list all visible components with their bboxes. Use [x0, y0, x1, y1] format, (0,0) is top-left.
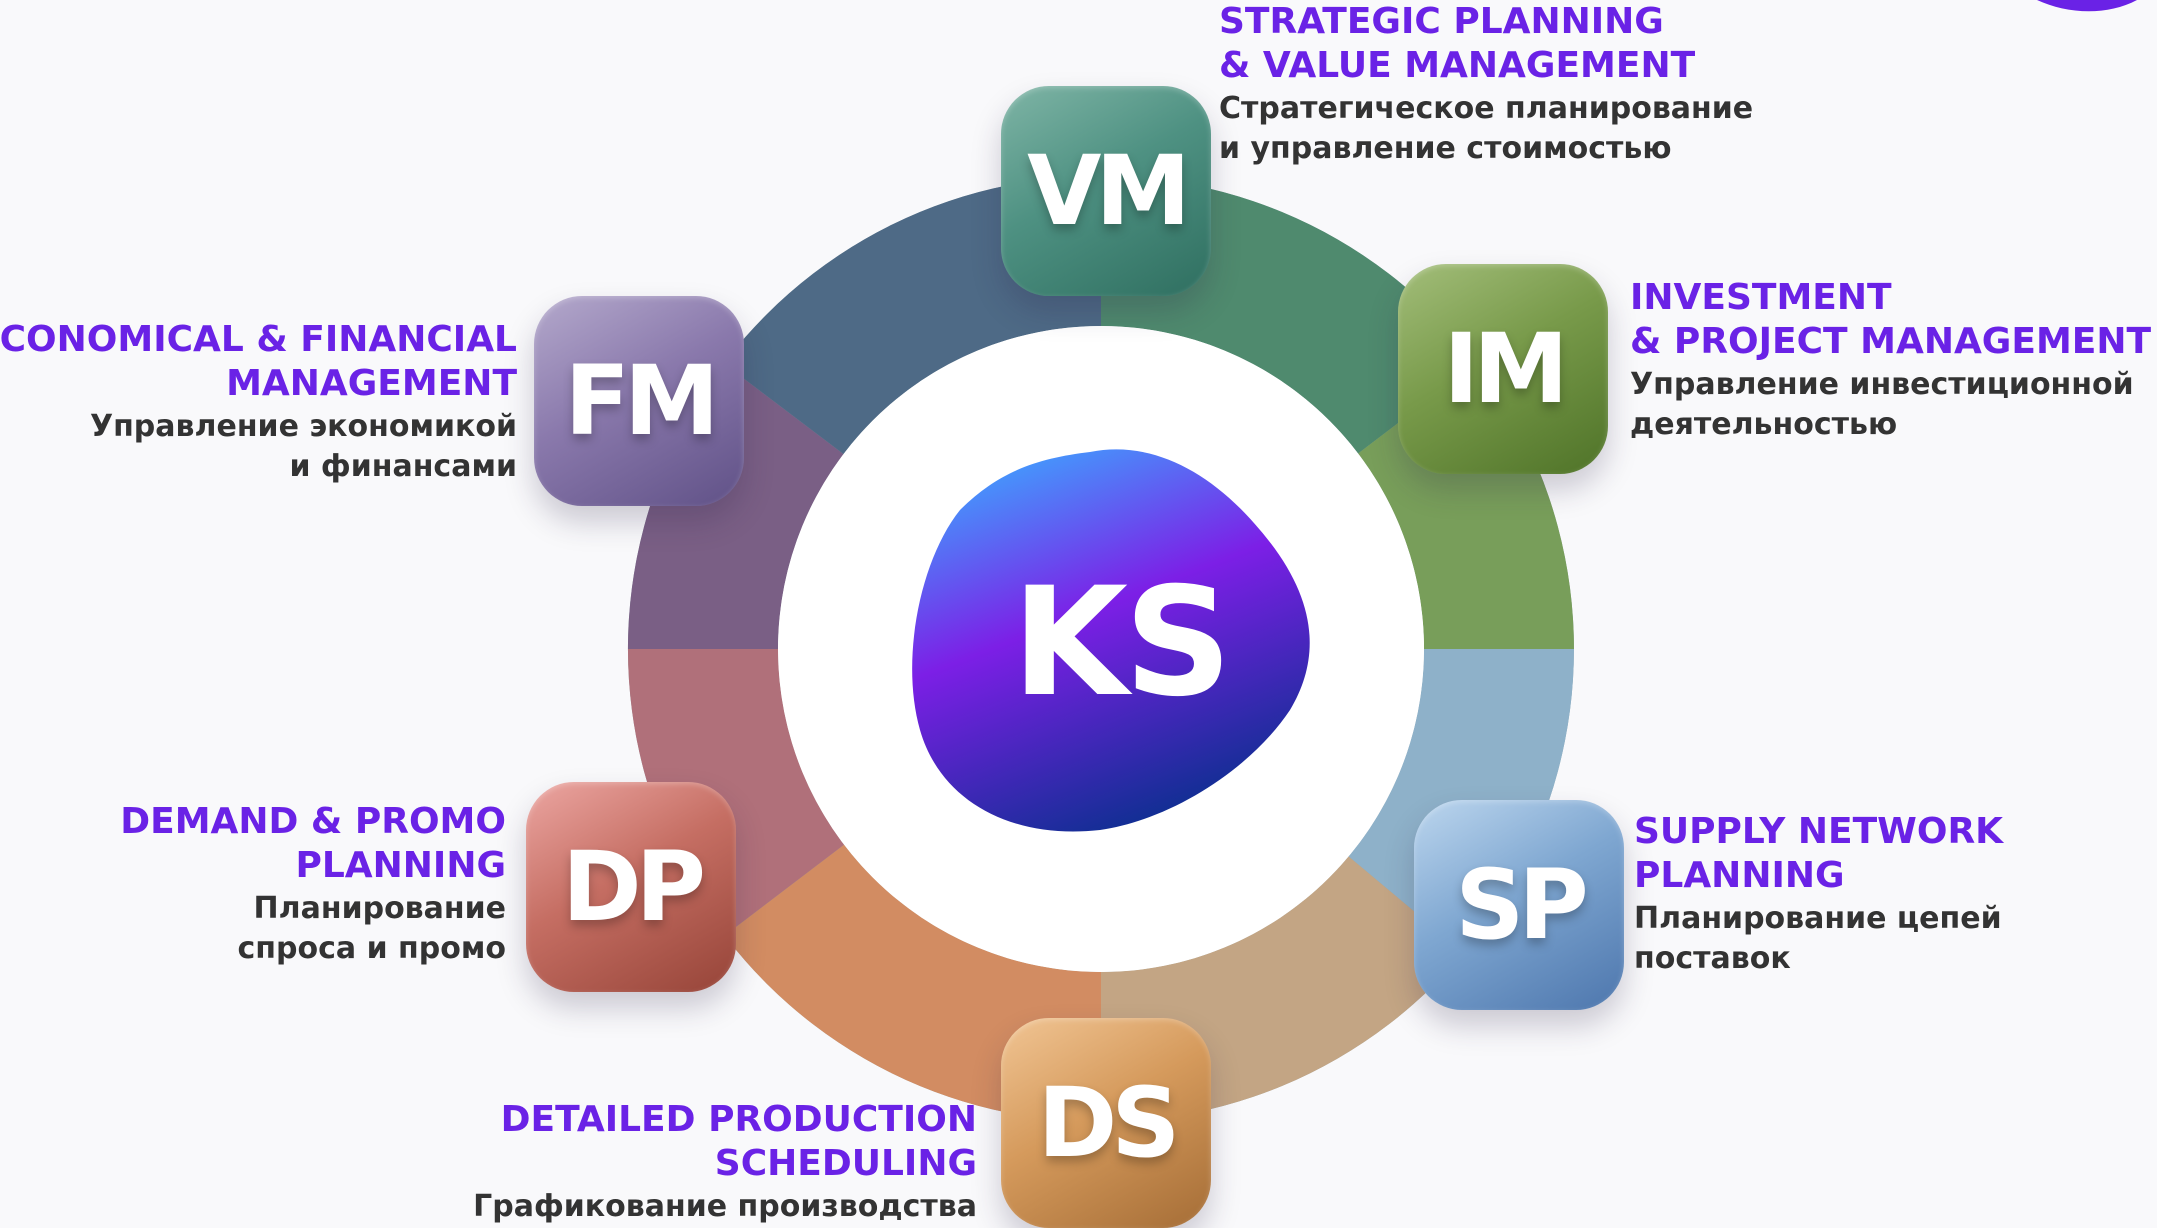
- module-label-im: INVESTMENT & PROJECT MANAGEMENT Управлен…: [1630, 276, 2151, 444]
- module-desc-line2: и финансами: [289, 449, 517, 484]
- module-label-ds: DETAILED PRODUCTION SCHEDULING Графикова…: [473, 1098, 977, 1226]
- module-desc-line1: Планирование цепей: [1634, 901, 2002, 936]
- module-desc-line2: поставок: [1634, 941, 1791, 976]
- module-desc-line1: Планирование: [253, 891, 506, 926]
- module-tile-sp: SP: [1414, 800, 1624, 1010]
- module-desc-line1: Управление экономикой: [89, 409, 517, 444]
- module-title-line2: PLANNING: [1634, 855, 1845, 896]
- module-desc-line1: Управление инвестиционной: [1630, 367, 2134, 402]
- module-title-line1: DEMAND & PROMO: [120, 801, 506, 842]
- module-title-line2: & PROJECT MANAGEMENT: [1630, 321, 2152, 362]
- module-label-fm: ECONOMICAL & FINANCIAL MANAGEMENT Управл…: [0, 318, 517, 486]
- module-title-line1: ECONOMICAL & FINANCIAL: [0, 319, 517, 360]
- ks-logo: KS: [905, 440, 1325, 840]
- module-title-line2: SCHEDULING: [714, 1143, 977, 1184]
- module-label-dp: DEMAND & PROMO PLANNING Планирование спр…: [120, 800, 506, 968]
- module-abbr-fm: FM: [564, 345, 719, 457]
- module-title-line2: PLANNING: [295, 845, 506, 886]
- module-title-line2: MANAGEMENT: [226, 363, 517, 404]
- module-title-line1: INVESTMENT: [1630, 277, 1892, 318]
- module-tile-im: IM: [1398, 264, 1608, 474]
- module-abbr-vm: VM: [1027, 135, 1191, 247]
- ks-logo-blob: [912, 449, 1310, 832]
- module-desc-line2: деятельностью: [1630, 407, 1898, 442]
- module-label-sp: SUPPLY NETWORK PLANNING Планирование цеп…: [1634, 810, 2003, 978]
- module-abbr-sp: SP: [1455, 849, 1588, 961]
- module-tile-fm: FM: [534, 296, 744, 506]
- module-title-line1: SUPPLY NETWORK: [1634, 811, 2004, 852]
- module-desc-line1: Графикование производства: [473, 1189, 977, 1224]
- module-abbr-im: IM: [1443, 313, 1568, 425]
- module-title-line2: & VALUE MANAGEMENT: [1219, 45, 1696, 86]
- module-tile-vm: VM: [1001, 86, 1211, 296]
- module-title-line1: DETAILED PRODUCTION: [500, 1099, 977, 1140]
- module-tile-dp: DP: [526, 782, 736, 992]
- corner-logo-fragment: [2037, 0, 2137, 12]
- module-title-line1: STRATEGIC PLANNING: [1219, 1, 1664, 42]
- module-desc-line2: спроса и промо: [237, 931, 506, 966]
- module-desc-line1: Стратегическое планирование: [1219, 91, 1754, 126]
- module-abbr-dp: DP: [561, 831, 706, 943]
- ks-logo-text: KS: [1011, 556, 1232, 730]
- module-label-vm: STRATEGIC PLANNING & VALUE MANAGEMENT Ст…: [1219, 0, 1753, 168]
- module-abbr-ds: DS: [1037, 1067, 1181, 1179]
- module-desc-line2: и управление стоимостью: [1219, 131, 1672, 166]
- module-tile-ds: DS: [1001, 1018, 1211, 1228]
